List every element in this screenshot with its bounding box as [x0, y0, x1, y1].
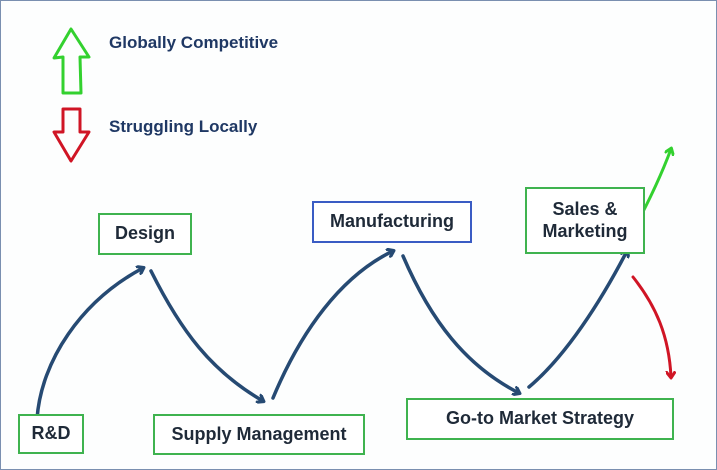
- node-manufacturing: Manufacturing: [312, 201, 472, 243]
- node-rd: R&D: [18, 414, 84, 454]
- legend-label-globally-competitive: Globally Competitive: [109, 33, 279, 52]
- green-up-arrow-icon: [52, 27, 91, 95]
- node-manufacturing-label: Manufacturing: [330, 211, 454, 232]
- flow-arrow-supply-to-manufacturing: [271, 251, 393, 400]
- node-sales-marketing-label-line1: Sales &: [552, 198, 618, 219]
- node-rd-label: R&D: [31, 423, 71, 444]
- node-design-label: Design: [114, 223, 175, 244]
- node-sales-marketing-label-line2: Marketing: [542, 220, 628, 241]
- node-supply-management-label: Supply Management: [171, 423, 347, 444]
- flow-arrow-manufacturing-to-gtm: [401, 254, 519, 393]
- flow-arrow-gtm-to-sales: [527, 251, 627, 389]
- flow-arrow-rd-to-design: [35, 268, 143, 421]
- flow-arrow-design-to-supply: [149, 269, 263, 401]
- node-sales-marketing: Sales & Marketing: [525, 187, 645, 254]
- node-supply-management: Supply Management: [153, 414, 365, 455]
- node-go-to-market-strategy-label: Go-to Market Strategy: [445, 408, 635, 429]
- outcome-arrow-down: [631, 275, 671, 377]
- node-design: Design: [98, 213, 192, 255]
- legend-label-struggling-locally: Struggling Locally: [109, 117, 258, 136]
- node-go-to-market-strategy: Go-to Market Strategy: [406, 398, 674, 440]
- red-down-arrow-icon: [52, 107, 91, 163]
